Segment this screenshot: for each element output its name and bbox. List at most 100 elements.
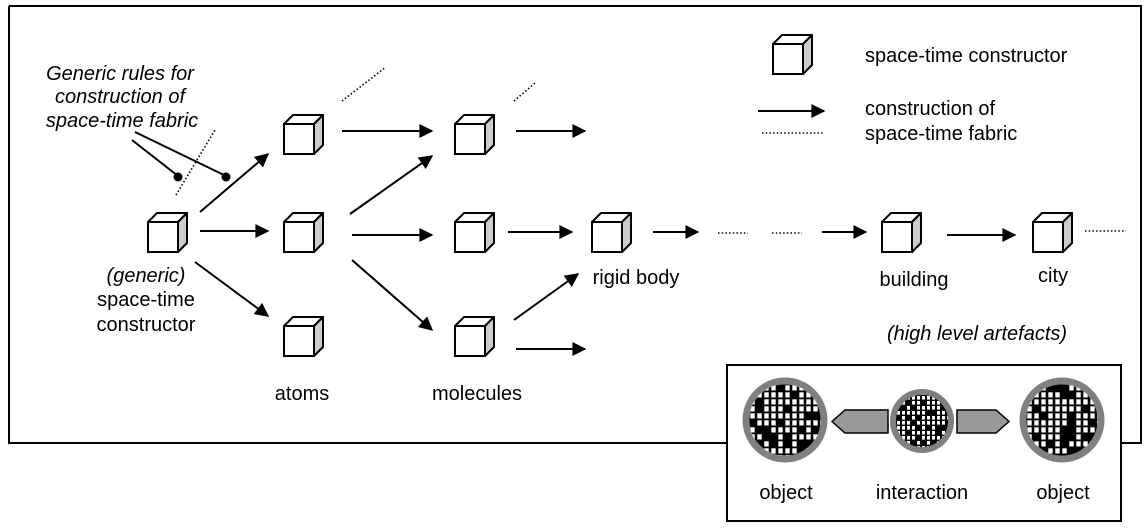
grid-cell [757,413,762,419]
grid-cell [927,441,930,445]
grid-cell [764,420,769,426]
grid-cell [937,416,940,420]
grid-cell [1090,406,1095,412]
grid-cell [1034,413,1039,419]
grid-cell [1055,427,1060,433]
grid-cell [785,413,790,419]
grid-cell [799,420,804,426]
grid-cell [1041,406,1046,412]
grid-cell [922,406,925,410]
grid-cell [806,406,811,412]
grid-cell [1062,406,1067,412]
legend-construction-label-1: construction of [865,98,996,120]
grid-cell [1062,413,1067,419]
origin-label-line-1: space-time [97,289,195,311]
annotation-line-1: Generic rules for [46,63,195,85]
grid-cell [912,396,915,400]
cube-front-face [283,123,315,155]
grid-cell [1076,413,1081,419]
grid-cell [907,421,910,425]
rigid-body-label: rigid body [593,267,680,289]
fabric-line-generic [175,129,216,196]
cube-front-face [283,325,315,357]
building-label: building [880,269,949,291]
cube-front-face [772,43,804,75]
grid-cell [1083,427,1088,433]
grid-cell [1055,441,1060,447]
grid-cell [932,416,935,420]
grid-cell [942,411,945,415]
origin-label-italic: (generic) [107,265,186,287]
grid-cell [785,392,790,398]
grid-cell [902,421,905,425]
grid-cell [897,411,900,415]
fabric-line-atoms [341,66,387,102]
grid-cell [1062,448,1067,454]
grid-cell [1048,427,1053,433]
grid-cell [927,416,930,420]
grid-cell [927,436,930,440]
cube-front-face [881,221,913,253]
grid-cell [1041,427,1046,433]
object-left-label: object [759,482,813,504]
grid-cell [778,392,783,398]
grid-cell [912,401,915,405]
grid-cell [1041,392,1046,398]
grid-cell [806,420,811,426]
grid-cell [1048,420,1053,426]
grid-cell [917,431,920,435]
arrow-atoms-middle-to-molecules-top [349,155,434,215]
grid-cell [1062,399,1067,405]
grid-cell [937,411,940,415]
grid-cell [771,406,776,412]
cube-front-face [283,221,315,253]
grid-cell [813,434,818,440]
grid-cell [750,427,755,433]
grid-cell [757,434,762,440]
grid-cell [917,401,920,405]
grid-cell [1048,406,1053,412]
grid-cell [813,406,818,412]
grid-cell [1048,448,1053,454]
grid-cell [792,420,797,426]
arrow-generic-to-atoms-bottom [194,261,270,317]
cubes-layer [147,34,1073,357]
grid-cell [1041,441,1046,447]
grid-cell [1076,392,1081,398]
grid-cell [813,399,818,405]
grid-cell [1055,392,1060,398]
fabric-line-molecules [513,82,536,102]
annotation-pointer-2 [134,131,227,177]
grid-cell [820,420,821,426]
grid-cell [1034,392,1039,398]
grid-cell [792,406,797,412]
grid-cell [778,448,783,454]
grid-cell [922,436,925,440]
grid-cell [922,421,925,425]
cube-icon-molecules-bottom [454,316,495,357]
grid-cell [757,420,762,426]
grid-cell [1055,406,1060,412]
grid-cell [932,401,935,405]
grid-cell [778,434,783,440]
grid-cell [1083,441,1088,447]
grid-cell [1034,399,1039,405]
grid-cell [1090,413,1095,419]
grid-cell [771,392,776,398]
grid-cell [806,427,811,433]
grid-cell [1055,399,1060,405]
grid-cell [1083,392,1088,398]
grid-cell [917,446,920,447]
grid-cell [799,434,804,440]
grid-cell [778,406,783,412]
arrow-generic-to-atoms-top [199,153,270,213]
grid-cell [1076,434,1081,440]
grid-cell [785,420,790,426]
object-right-label: object [1036,482,1090,504]
grid-cell [932,436,935,440]
annotation-line-3: space-time fabric [46,110,198,132]
grid-cell [902,426,905,430]
grid-cell [917,411,920,415]
cube-icon-building [881,212,922,253]
grid-cell [792,427,797,433]
